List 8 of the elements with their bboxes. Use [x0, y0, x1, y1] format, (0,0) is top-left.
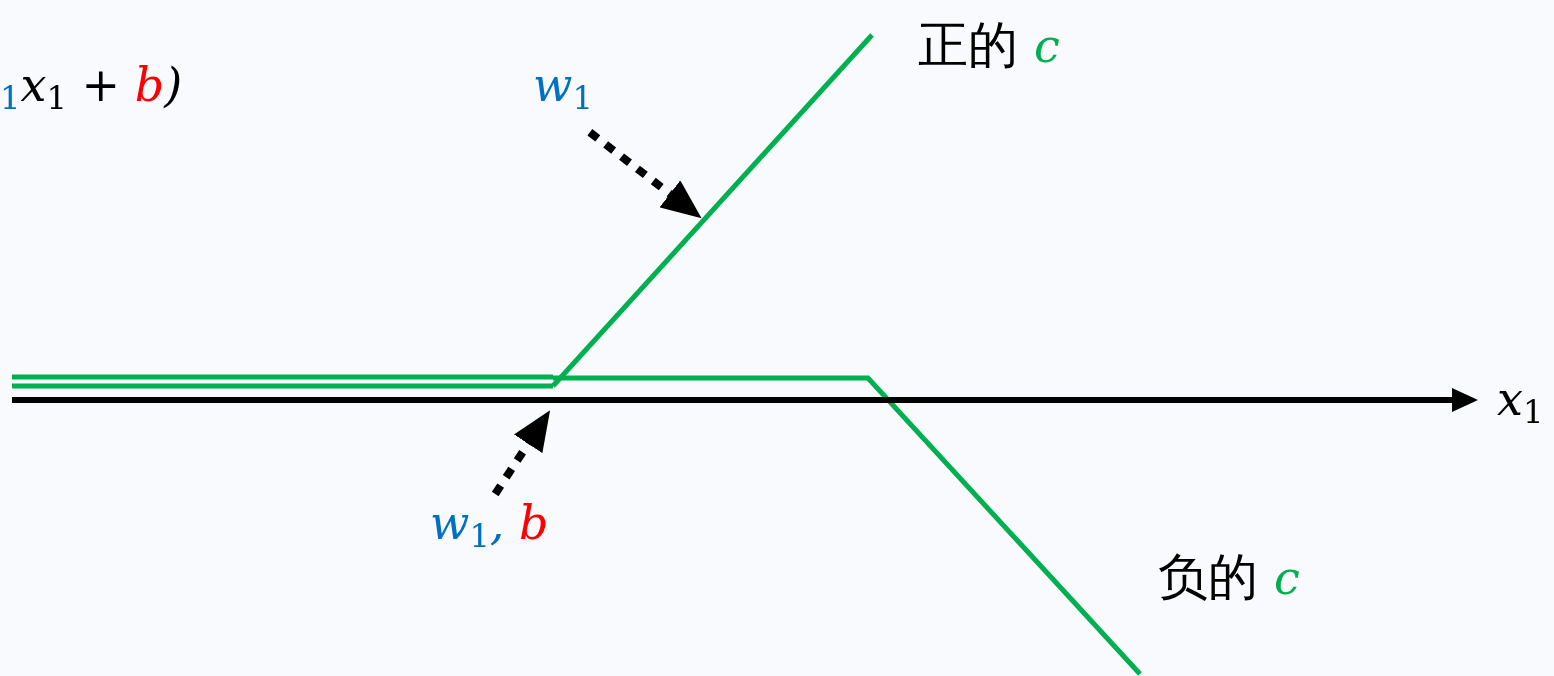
weight-label: w$_{1}$, b — [430, 500, 549, 553]
line-label: 正的 c — [918, 20, 1060, 70]
weight-label: w$_{1}$ — [533, 62, 593, 115]
dotted-arrow — [491, 409, 553, 497]
line-label: 负的 c — [1158, 552, 1300, 602]
dotted-arrow — [587, 129, 703, 221]
axis-label: x$_{1}$ — [1497, 376, 1544, 429]
formula-text: $_{1}$x$_{1}$ + b) — [0, 62, 183, 115]
